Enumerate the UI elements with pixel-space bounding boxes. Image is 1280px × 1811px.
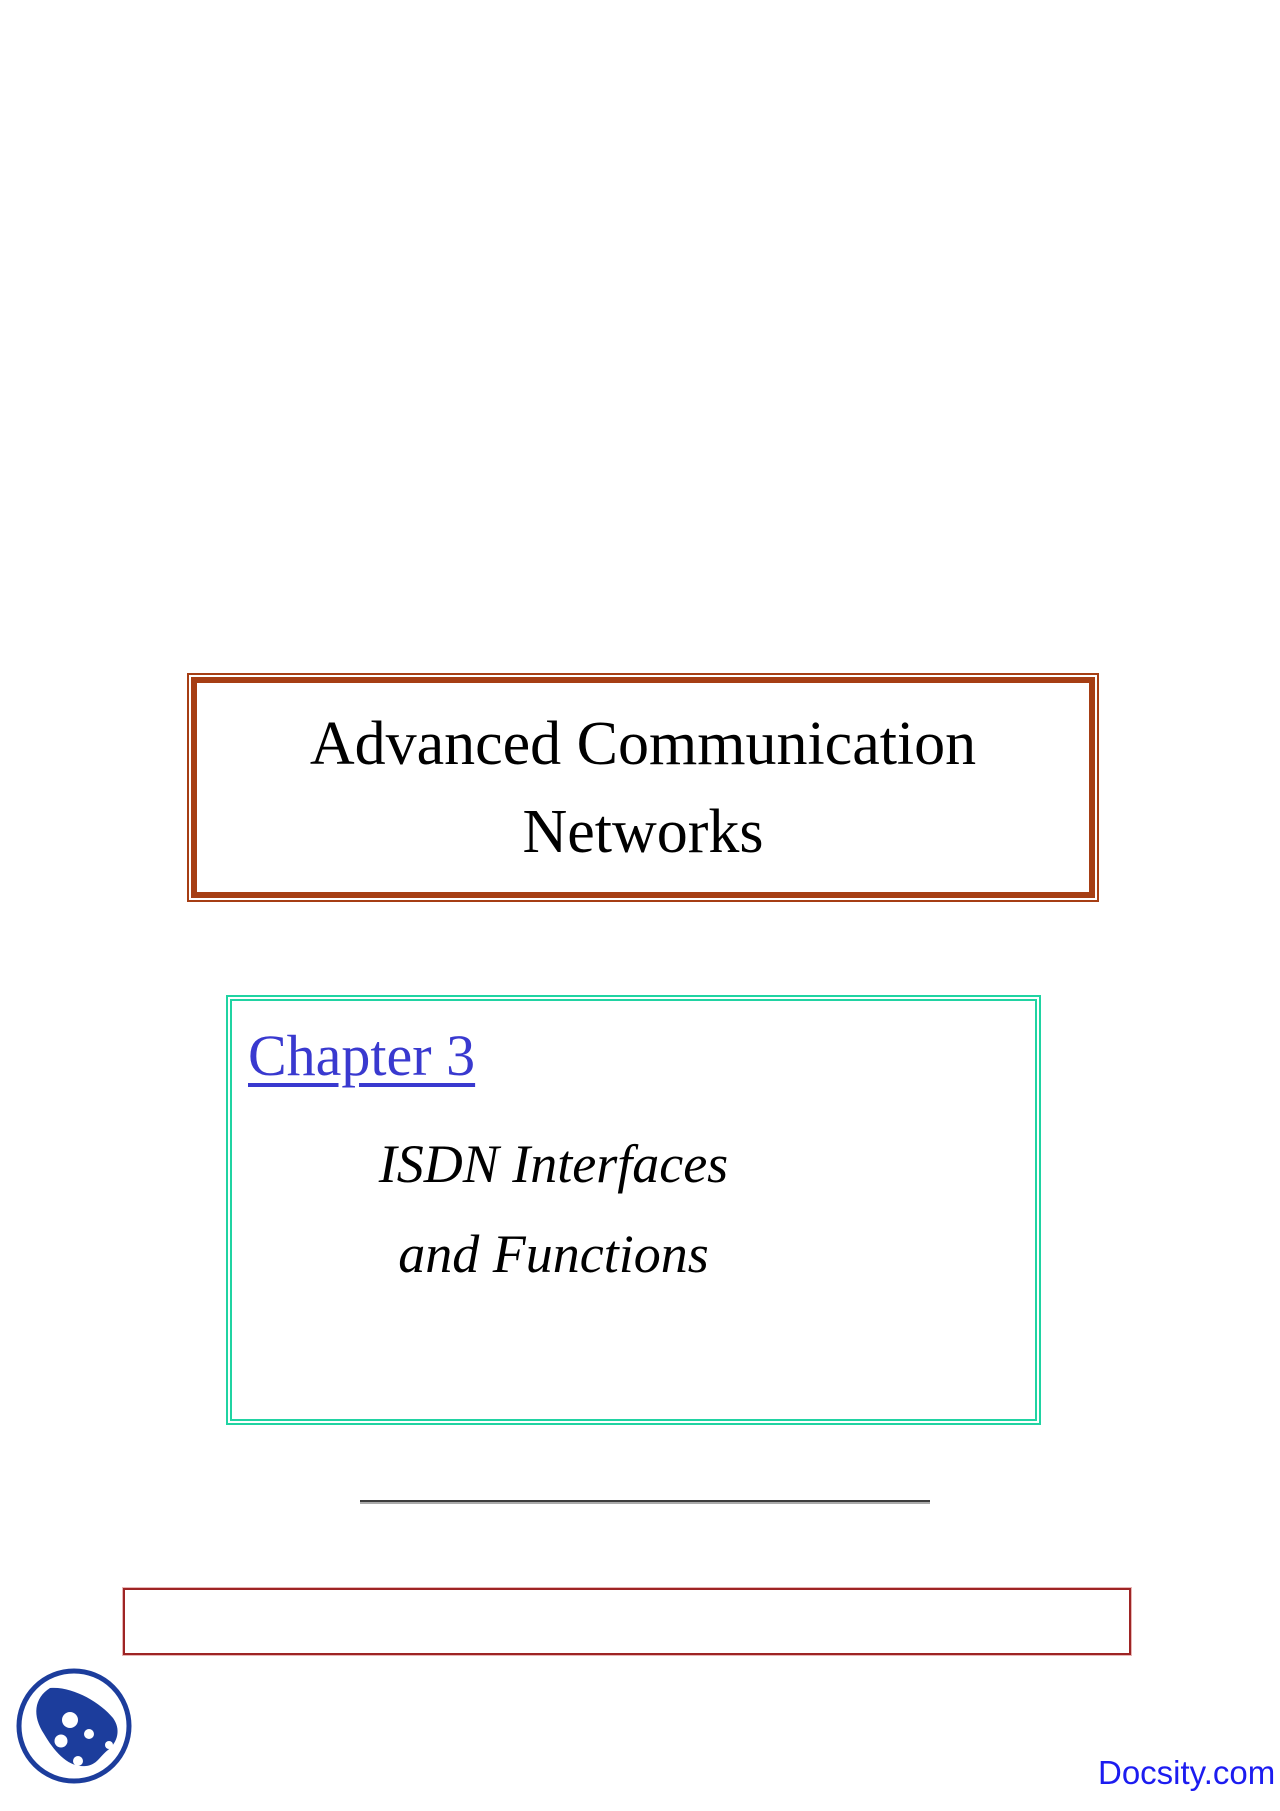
course-title-box-inner: Advanced Communication Networks [191,677,1095,898]
divider-line [360,1500,930,1502]
course-title-line-2: Networks [522,797,764,866]
logo-ocarina-blob [36,1687,118,1767]
course-title-box: Advanced Communication Networks [187,673,1099,902]
footer-text-box [123,1588,1131,1655]
chapter-heading-link[interactable]: Chapter 3 [248,1023,476,1088]
course-title-line-1: Advanced Communication [309,709,977,778]
chapter-subtitle: ISDN Interfaces and Functions [232,1119,875,1299]
chapter-box: Chapter 3 ISDN Interfaces and Functions [226,995,1041,1425]
docsity-watermark-link[interactable]: Docsity.com [1098,1754,1276,1791]
chapter-subtitle-line-1: ISDN Interfaces [378,1134,729,1194]
docsity-ocarina-logo-icon[interactable] [12,1666,136,1790]
chapter-subtitle-line-2: and Functions [398,1224,709,1284]
chapter-box-inner: Chapter 3 ISDN Interfaces and Functions [230,999,1037,1421]
logo-circle-outline [16,1668,132,1784]
